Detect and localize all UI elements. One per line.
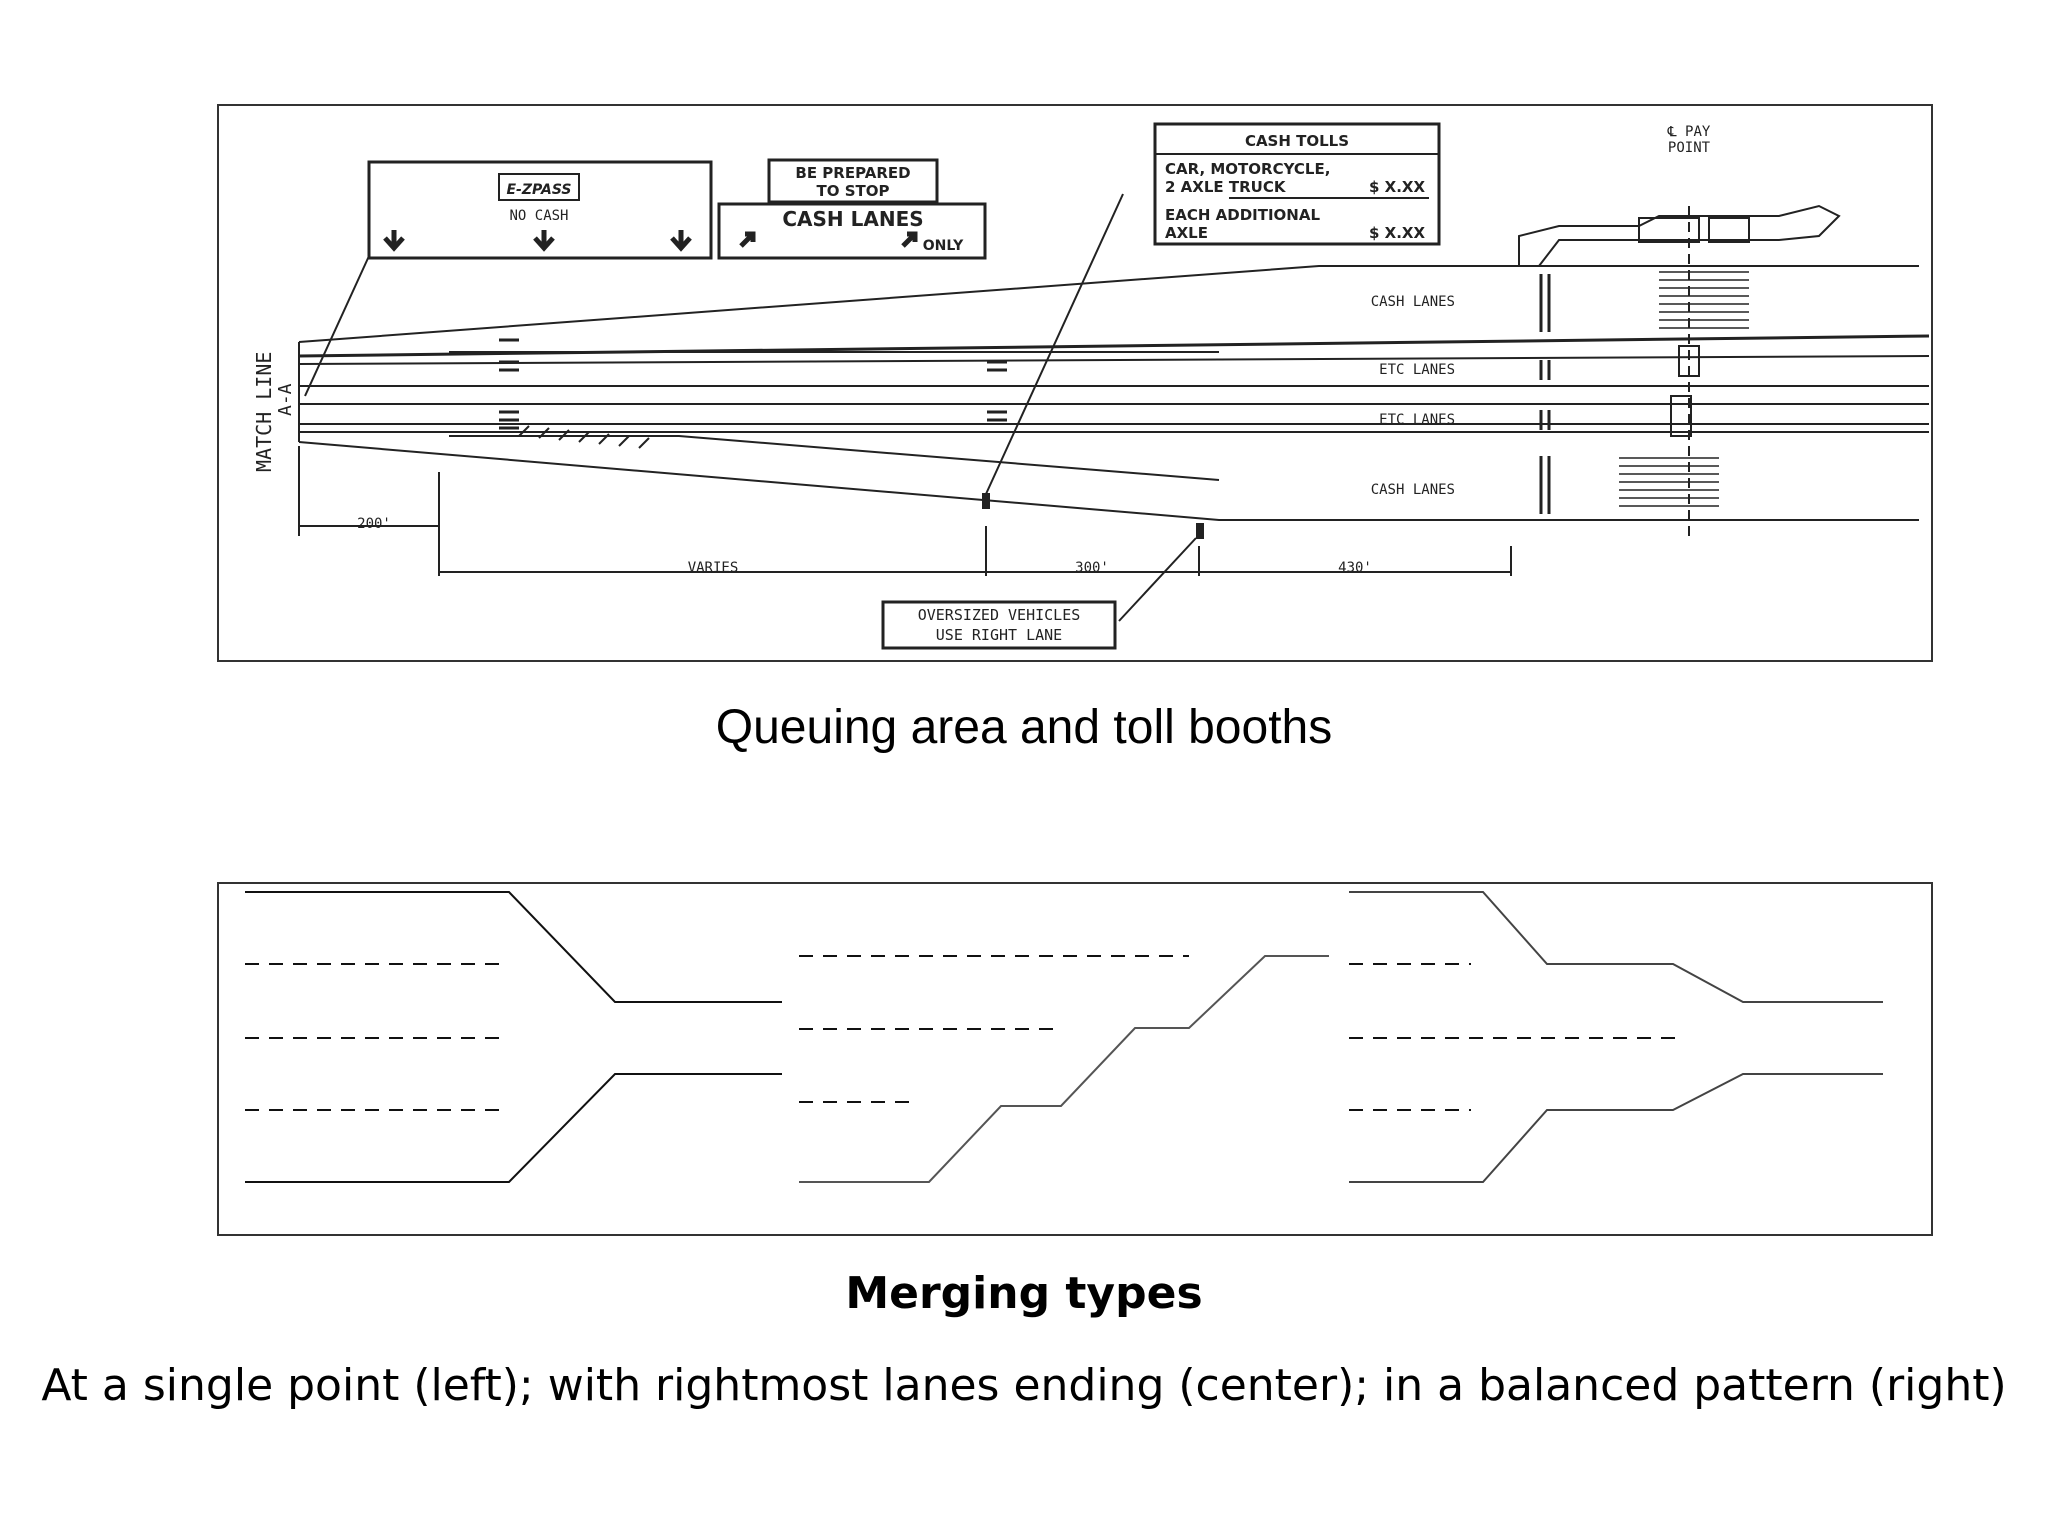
dim-300: 300' [1075, 560, 1109, 576]
roadway-top-edge [298, 265, 1519, 343]
dim-200: 200' [357, 516, 391, 532]
cash-lanes-sign [717, 202, 987, 260]
cash-tolls-row1a: CAR, MOTORCYCLE, [1165, 160, 1330, 178]
ezpass-logo: E-ZPASS [506, 182, 571, 198]
oversized-line1: OVERSIZED VEHICLES [918, 606, 1081, 624]
cash-lanes-only: ONLY [923, 238, 964, 254]
lane-label-cash-top: CASH LANES [1371, 294, 1455, 310]
bottom-caption-title: Merging types [845, 1268, 1203, 1319]
cash-tolls-row1-price: $ X.XX [1369, 178, 1425, 196]
cash-tolls-row2-price: $ X.XX [1369, 224, 1425, 242]
prepare-to-stop-sign [767, 158, 939, 204]
dim-varies: VARIES [688, 560, 739, 576]
merge-single-point [245, 891, 782, 1183]
merge-balanced [1349, 891, 1883, 1183]
roadway-bottom-edge [298, 441, 1519, 521]
lane-label-cash-bottom: CASH LANES [1371, 482, 1455, 498]
cash-tolls-sign [1153, 122, 1441, 246]
cash-lanes-title: CASH LANES [782, 207, 923, 231]
pay-point-line2: POINT [1668, 140, 1711, 156]
toll-plaza-drawing: E-ZPASS NO CASH BE PREPARED TO STOP CASH… [252, 122, 1930, 650]
prepare-line2: TO STOP [817, 182, 890, 200]
top-caption: Queuing area and toll booths [715, 701, 1333, 754]
ezpass-no-cash: NO CASH [509, 208, 568, 224]
cash-tolls-row2a: EACH ADDITIONAL [1165, 206, 1320, 224]
bottom-caption-description: At a single point (left); with rightmost… [41, 1360, 2007, 1411]
merge-rightmost-ending [799, 955, 1329, 1183]
prepare-line1: BE PREPARED [795, 164, 910, 182]
match-line-label: MATCH LINE [252, 352, 276, 472]
cash-tolls-row1b: 2 AXLE TRUCK [1165, 178, 1287, 196]
oversized-vehicles-sign [881, 600, 1117, 650]
oversized-line2: USE RIGHT LANE [936, 626, 1062, 644]
merging-types-drawing [245, 891, 1883, 1183]
merging-types-diagram [217, 882, 1933, 1236]
lane-label-etc-2: ETC LANES [1379, 412, 1455, 428]
match-line-id: A-A [275, 383, 296, 416]
lane-label-etc-1: ETC LANES [1379, 362, 1455, 378]
toll-plaza-diagram: E-ZPASS NO CASH BE PREPARED TO STOP CASH… [217, 104, 1933, 662]
cash-tolls-row2b: AXLE [1165, 224, 1208, 242]
ezpass-sign [367, 160, 713, 260]
pay-point-line1: ℄ PAY [1667, 124, 1711, 140]
dim-430: 430' [1338, 560, 1372, 576]
cash-tolls-title: CASH TOLLS [1245, 132, 1349, 150]
